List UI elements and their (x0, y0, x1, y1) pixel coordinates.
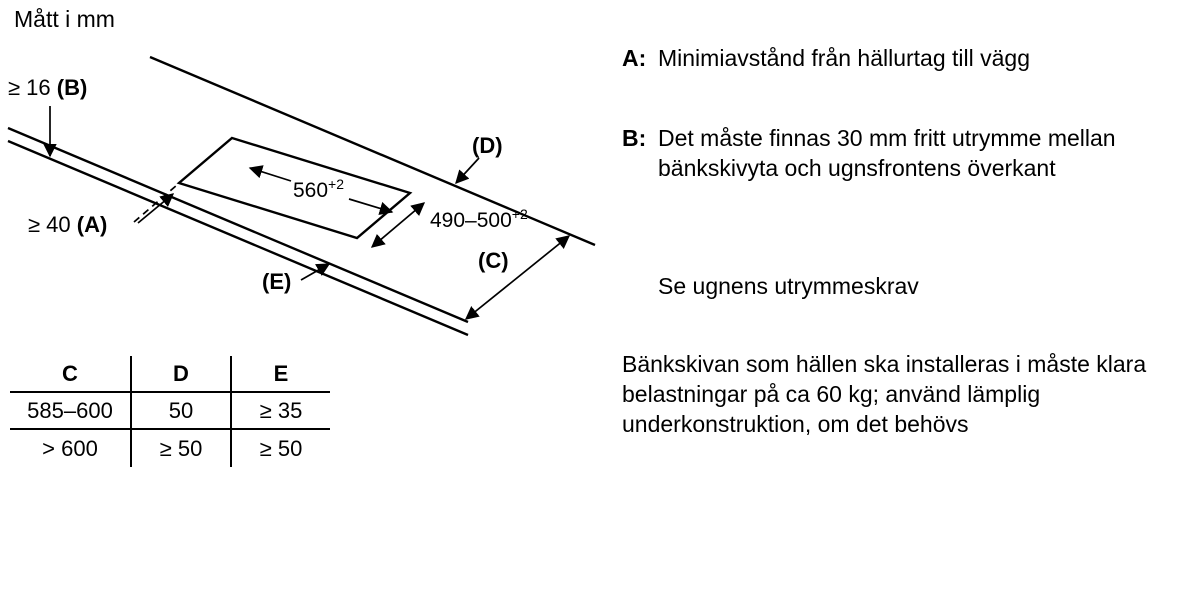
note-worktop-load: Bänkskivan som hällen ska installeras i … (622, 351, 1147, 437)
label-c: (C) (478, 248, 509, 273)
table-cell: ≥ 50 (259, 435, 303, 461)
table-cell: 585–600 (10, 393, 132, 430)
table-cell: 50 (132, 393, 232, 430)
dim-560-label: 560+2 (293, 176, 344, 202)
dim-490-500-label: 490–500+2 (430, 206, 528, 232)
note-a: A: Minimiavstånd från hällurtag till väg… (622, 44, 1030, 74)
table-cell: > 600 (10, 430, 132, 467)
wall-edge-line (149, 55, 596, 247)
dim-b-label: ≥ 16 (B) (8, 75, 87, 100)
spec-table: C D E 585–600 50 ≥ 35 > 600 ≥ 50 ≥ 50 (10, 356, 330, 467)
label-d-leader-arrow (455, 157, 480, 185)
note-a-label: A: (622, 45, 647, 71)
label-e-leader-arrow (300, 263, 331, 281)
dim-a-arrow (137, 193, 175, 224)
table-header-c: C (10, 356, 132, 393)
worktop-front-edge-top (7, 126, 469, 324)
worktop-front-edge-bottom (7, 139, 469, 337)
note-b-text: Det måste finnas 30 mm fritt utrymme mel… (658, 125, 1116, 181)
hidden-edge-dashed-line (133, 184, 178, 223)
table-header-e: E (232, 356, 330, 393)
installation-diagram: ≥ 16 (B) ≥ 40 (A) (D) (C) (E) 560+2 490–… (7, 55, 596, 337)
cutout-outline (176, 136, 413, 240)
table-cell: ≥ 50 (132, 430, 232, 467)
dim-560-arrow-left (248, 165, 292, 182)
table-cell: ≥ 35 (232, 393, 330, 430)
note-b: B: Det måste finnas 30 mm fritt utrymme … (622, 124, 1134, 184)
note-oven-clearance: Se ugnens utrymmeskrav (658, 273, 919, 299)
page-title: Mått i mm (14, 6, 115, 32)
note-a-text: Minimiavstånd från hällurtag till vägg (658, 45, 1031, 71)
dim-c-arrow (464, 235, 571, 320)
note-b-label: B: (622, 125, 647, 151)
dim-a-label: ≥ 40 (A) (28, 212, 107, 237)
label-e: (E) (262, 269, 291, 294)
table-header-d: D (132, 356, 232, 393)
dim-560-arrow-right (348, 198, 394, 215)
dim-490-arrow (370, 202, 426, 248)
label-d: (D) (472, 133, 503, 158)
